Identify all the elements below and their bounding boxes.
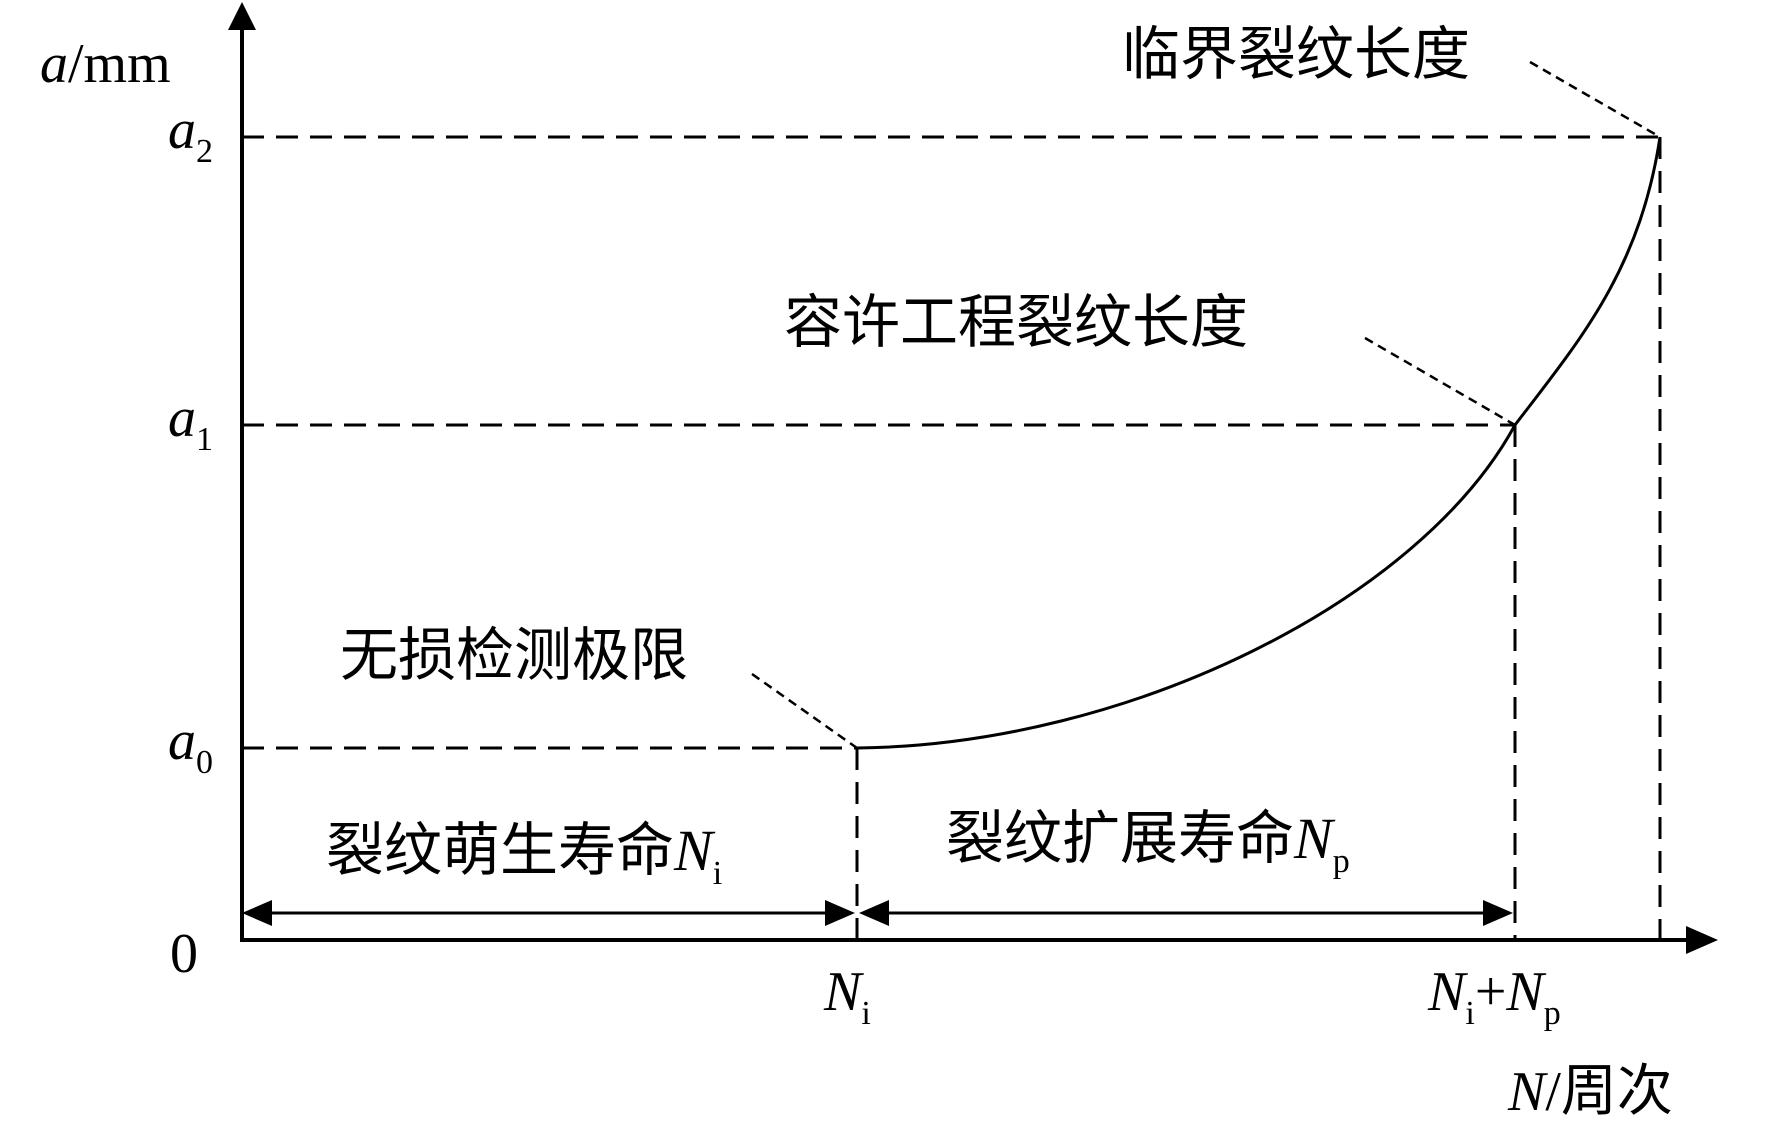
y-axis-unit: /mm: [68, 33, 171, 95]
tick-label-a0: a0: [168, 710, 213, 781]
y-axis-var: a: [40, 33, 68, 95]
initiation-arrow-right: [825, 900, 855, 926]
allowable-leader-line: [1364, 336, 1516, 427]
crack-growth-curve: [856, 136, 1662, 750]
y-axis-title: a/mm: [40, 33, 171, 95]
ndt-limit-label: 无损检测极限: [340, 623, 688, 688]
origin-label: 0: [170, 923, 198, 985]
initiation-life-label: 裂纹萌生寿命Ni: [326, 818, 722, 892]
allowable-crack-length-label: 容许工程裂纹长度: [784, 290, 1248, 355]
tick-label-ni: Ni: [823, 961, 871, 1032]
tick-label-a2: a2: [168, 99, 213, 170]
tick-label-a1: a1: [168, 387, 213, 458]
initiation-arrow-left: [242, 900, 272, 926]
x-axis-title: N/周次: [1507, 1061, 1673, 1123]
propagation-life-label: 裂纹扩展寿命Np: [946, 806, 1350, 880]
x-axis-arrowhead: [1686, 926, 1718, 954]
critical-leader-line: [1529, 60, 1661, 139]
critical-crack-length-label: 临界裂纹长度: [1122, 22, 1470, 87]
y-axis-arrowhead: [228, 2, 256, 30]
propagation-arrow-right: [1483, 900, 1513, 926]
ndt-leader-line: [751, 672, 858, 750]
propagation-arrow-left: [859, 900, 889, 926]
tick-label-ni-np: Ni+Np: [1427, 961, 1561, 1032]
x-axis-unit: /周次: [1545, 1061, 1673, 1123]
x-axis-var: N: [1507, 1061, 1548, 1123]
